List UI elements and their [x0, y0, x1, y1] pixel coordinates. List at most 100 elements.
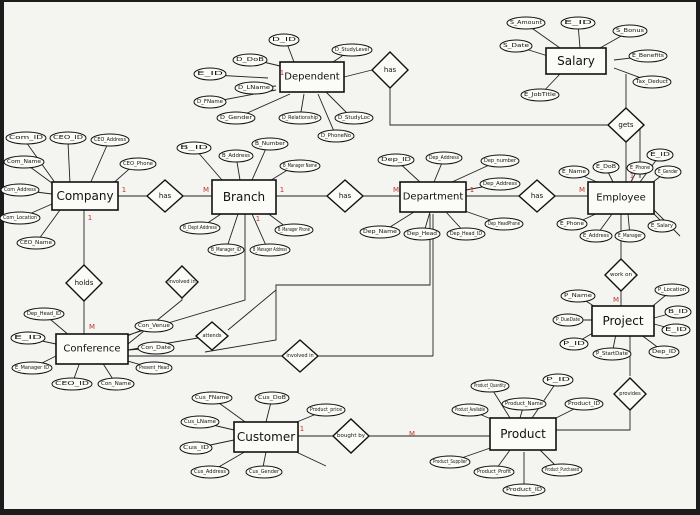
- product-attribute-label: Product_Name: [505, 401, 544, 407]
- conference-attribute-label: Present_Head: [139, 365, 169, 371]
- branch-attribute-label: B_Manager Phone: [278, 227, 310, 233]
- employee-attribute-label: E_Address: [583, 233, 609, 239]
- department-attribute-label: Dep_Address: [483, 181, 517, 187]
- product-attribute-label: Product_price: [310, 407, 343, 413]
- salary-attribute-oval: [632, 75, 672, 89]
- salary-attribute-oval: [506, 16, 546, 30]
- rel-involved-in: involved in: [165, 265, 199, 299]
- svg-text:M: M: [89, 323, 95, 331]
- rel-label: has: [384, 66, 397, 74]
- product-attribute: Product_Available: [451, 403, 489, 417]
- customer-attribute-label: Cus_Gender: [249, 469, 280, 475]
- connector-lines: [19, 23, 681, 490]
- employee-attribute-oval: [614, 229, 646, 243]
- customer-attribute-label: Cus_LName: [184, 419, 217, 425]
- company-attribute-oval: [90, 133, 130, 147]
- entity-conference-label: Conference: [63, 344, 120, 355]
- product-attribute: Product_Purchased: [541, 463, 583, 477]
- company-attribute: Com_Address: [0, 183, 40, 197]
- product-attribute: Product_Name: [501, 397, 547, 411]
- dependent-attribute-oval: [268, 33, 300, 47]
- department-attribute-label: Dep_number: [484, 158, 517, 164]
- salary-attribute-label: S_Amount: [510, 20, 543, 26]
- project-attribute: Dep_ID: [648, 345, 680, 359]
- project-attribute: E_ID: [661, 323, 691, 337]
- entity-project: Project: [591, 305, 655, 337]
- dependent-attribute-label: D_StudyLoc: [338, 115, 370, 121]
- project-attribute-label: P_DueDate: [556, 317, 580, 323]
- product-attribute-label: P_ID: [546, 377, 570, 383]
- project-attribute: B_ID: [664, 305, 692, 319]
- salary-attribute-oval: [560, 16, 596, 30]
- dependent-attribute-label: D_Relationship: [282, 115, 318, 121]
- project-attribute-label: P_Location: [658, 287, 686, 293]
- employee-attribute-oval: [626, 161, 654, 175]
- department-attribute-label: Dep_Head_ID: [450, 231, 482, 237]
- customer-attribute-oval: [179, 441, 213, 455]
- product-attribute-label: Product_ID: [506, 487, 542, 493]
- conference-attribute-label: Con_Date: [141, 345, 172, 351]
- conference-attribute: E_ID: [10, 331, 46, 345]
- employee-attribute: E_Phone: [556, 217, 588, 231]
- employee-attribute-label: E_Phone: [630, 165, 651, 171]
- product-attribute-oval: [541, 463, 583, 477]
- entity-company-label: Company: [56, 189, 113, 203]
- salary-attribute-label: Tax_Deduct: [635, 79, 669, 85]
- company-attribute-oval: [119, 157, 157, 171]
- department-attribute-label: Dep_Head: [407, 231, 437, 237]
- conference-attribute-oval: [23, 307, 65, 321]
- employee-attribute: E_Address: [579, 229, 613, 243]
- dependent-attribute-oval: [234, 81, 274, 95]
- customer-attribute-label: Cus_DoB: [258, 395, 286, 401]
- salary-attribute-oval: [520, 88, 560, 102]
- entity-project-label: Project: [602, 314, 643, 328]
- product-attribute-oval: [502, 483, 546, 497]
- employee-attribute-oval: [647, 219, 677, 233]
- entity-company: Company: [51, 181, 119, 211]
- dependent-attribute-label: D_Gender: [220, 115, 253, 121]
- company-attribute: Com_Location: [0, 211, 41, 225]
- salary-attribute: S_Amount: [506, 16, 546, 30]
- dependent-attribute-oval: [331, 43, 373, 57]
- customer-attribute-oval: [191, 391, 233, 405]
- conference-attribute-label: CEO_ID: [55, 381, 89, 387]
- employee-attribute: E_Name: [558, 165, 590, 179]
- rel-department-employee-has: has: [517, 179, 557, 213]
- company-attribute: Com_ID: [5, 131, 47, 145]
- branch-attribute-oval: [249, 243, 291, 257]
- employee-attribute: E_DoB: [592, 160, 620, 174]
- entity-branch: Branch: [211, 179, 277, 215]
- salary-attribute: E_JobTitle: [520, 88, 560, 102]
- dependent-attribute: D_FName: [193, 95, 227, 109]
- branch-attribute: B_Manager_ID: [207, 243, 245, 257]
- company-attribute-label: Com_Address: [4, 187, 36, 193]
- company-attribute-label: CEO_ID: [53, 135, 83, 141]
- product-attribute-oval: [473, 465, 515, 479]
- product-attribute-label: Product_Supplier: [433, 459, 468, 465]
- salary-attribute: E_Benefits: [628, 49, 668, 63]
- entity-product: Product: [489, 417, 557, 451]
- company-attribute-label: Com_ID: [9, 135, 43, 141]
- branch-attribute: B_Address: [218, 149, 254, 163]
- project-attribute: P_Location: [654, 283, 690, 297]
- dependent-attribute-label: D_ID: [272, 37, 296, 43]
- employee-attribute-label: E_Salary: [651, 223, 674, 229]
- salary-attribute-label: E_ID: [564, 20, 592, 26]
- branch-attribute-label: B_ID: [180, 145, 208, 151]
- conference-attribute: E_Manager ID: [11, 361, 53, 375]
- rel-work-on: work on: [604, 258, 638, 292]
- rel-label: gets: [618, 121, 633, 129]
- salary-attribute-label: E_JobTitle: [524, 92, 557, 98]
- department-attribute: Dep_number: [480, 154, 520, 168]
- dependent-attribute-label: D_LName: [238, 85, 271, 91]
- product-attribute-oval: [429, 455, 471, 469]
- product-attribute-oval: [470, 379, 510, 393]
- conference-attribute: Con_Venue: [134, 319, 174, 333]
- project-attribute-oval: [552, 313, 584, 327]
- company-attribute: CEO_ID: [49, 131, 87, 145]
- rel-label: has: [159, 192, 172, 200]
- company-attribute-label: Com_Name: [7, 159, 42, 165]
- branch-attribute-oval: [179, 221, 221, 235]
- customer-attribute-label: Cus_FName: [195, 395, 230, 401]
